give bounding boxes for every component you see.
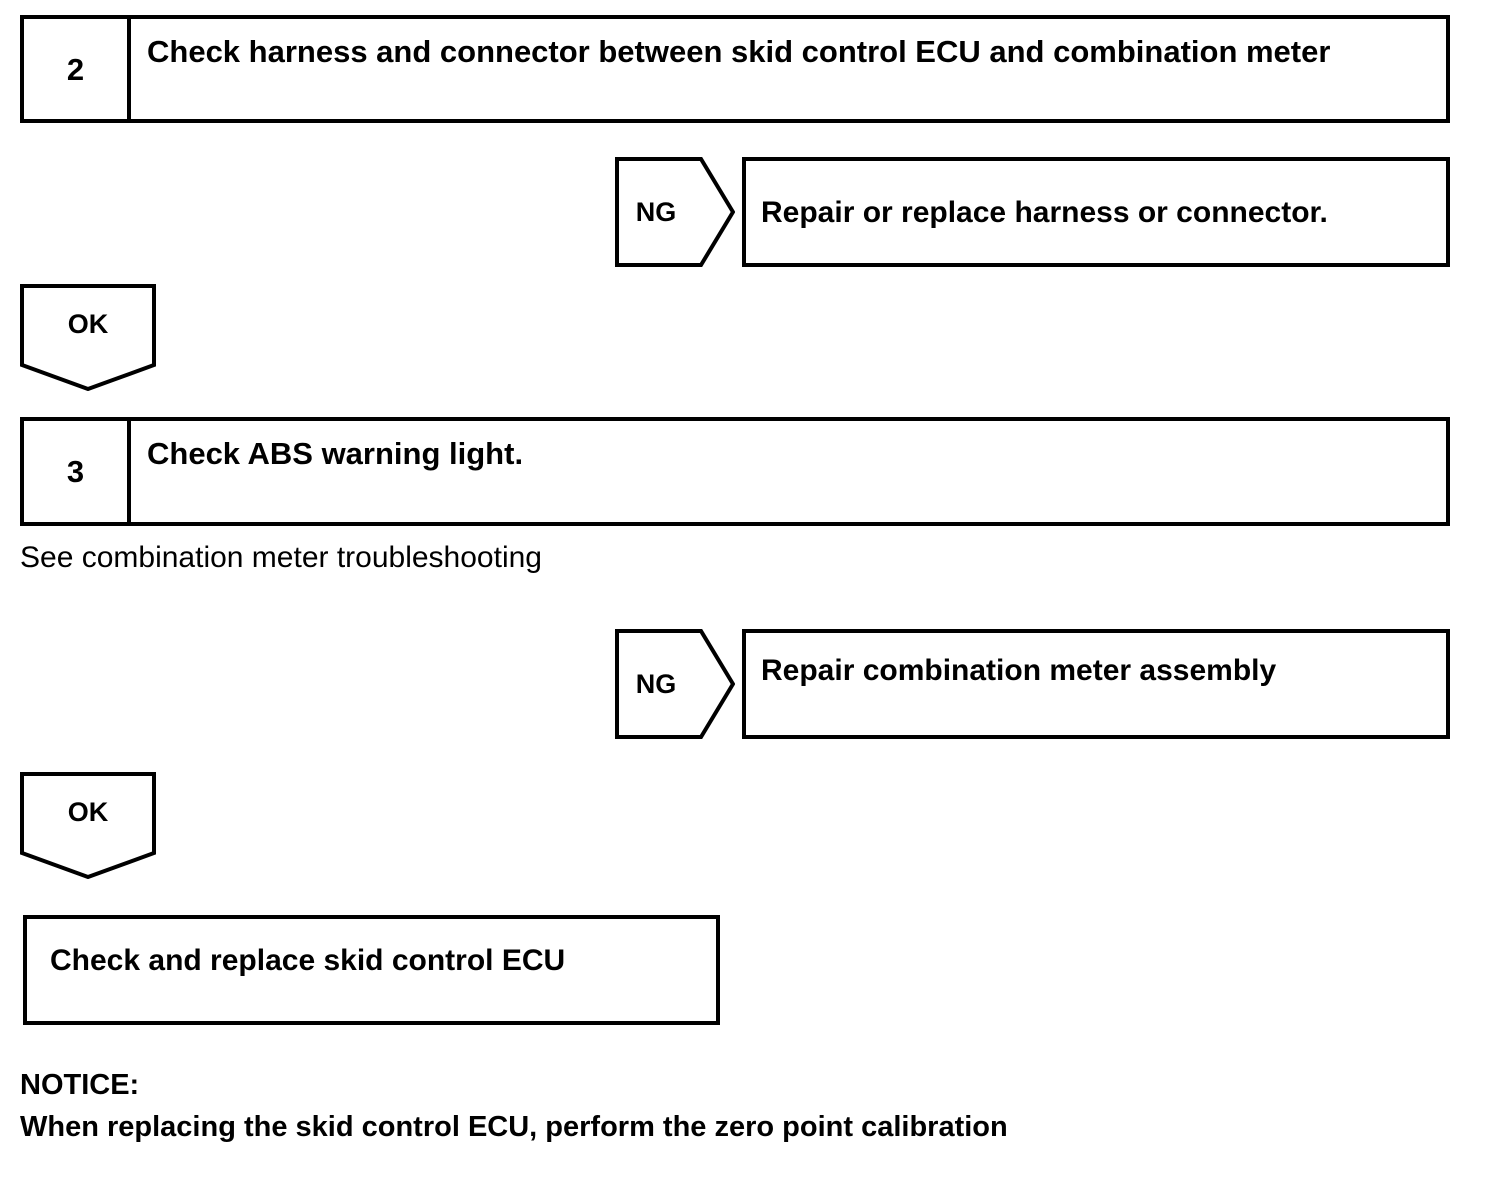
ng-arrow-2-label: NG bbox=[635, 668, 677, 699]
ng-result-box-1: Repair or replace harness or connector. bbox=[742, 157, 1450, 267]
step-text-3: Check ABS warning light. bbox=[147, 436, 524, 471]
ok-arrow-1-label: OK bbox=[67, 309, 109, 339]
ng-result-text-2: Repair combination meter assembly bbox=[761, 654, 1277, 687]
reference-note: See combination meter troubleshooting bbox=[20, 541, 542, 574]
step-box-3: 3 Check ABS warning light. bbox=[20, 417, 1450, 526]
step-number-2: 2 bbox=[24, 19, 131, 119]
step-text-2: Check harness and connector between skid… bbox=[147, 34, 1331, 69]
ng-result-box-2: Repair combination meter assembly bbox=[742, 629, 1450, 739]
ng-arrow-1: NG bbox=[615, 157, 735, 267]
step-number-3: 3 bbox=[24, 421, 131, 522]
ok-arrow-2: OK bbox=[20, 772, 156, 879]
notice-heading: NOTICE: bbox=[20, 1069, 140, 1101]
final-action-text: Check and replace skid control ECU bbox=[50, 944, 566, 977]
ng-result-text-1: Repair or replace harness or connector. bbox=[761, 196, 1328, 229]
ok-arrow-1: OK bbox=[20, 284, 156, 391]
final-action-box: Check and replace skid control ECU bbox=[23, 915, 720, 1025]
ng-arrow-2: NG bbox=[615, 629, 735, 739]
notice-body: When replacing the skid control ECU, per… bbox=[20, 1111, 1008, 1143]
step-box-2: 2 Check harness and connector between sk… bbox=[20, 15, 1450, 123]
ng-arrow-1-label: NG bbox=[635, 196, 677, 227]
ok-arrow-2-label: OK bbox=[67, 797, 109, 827]
